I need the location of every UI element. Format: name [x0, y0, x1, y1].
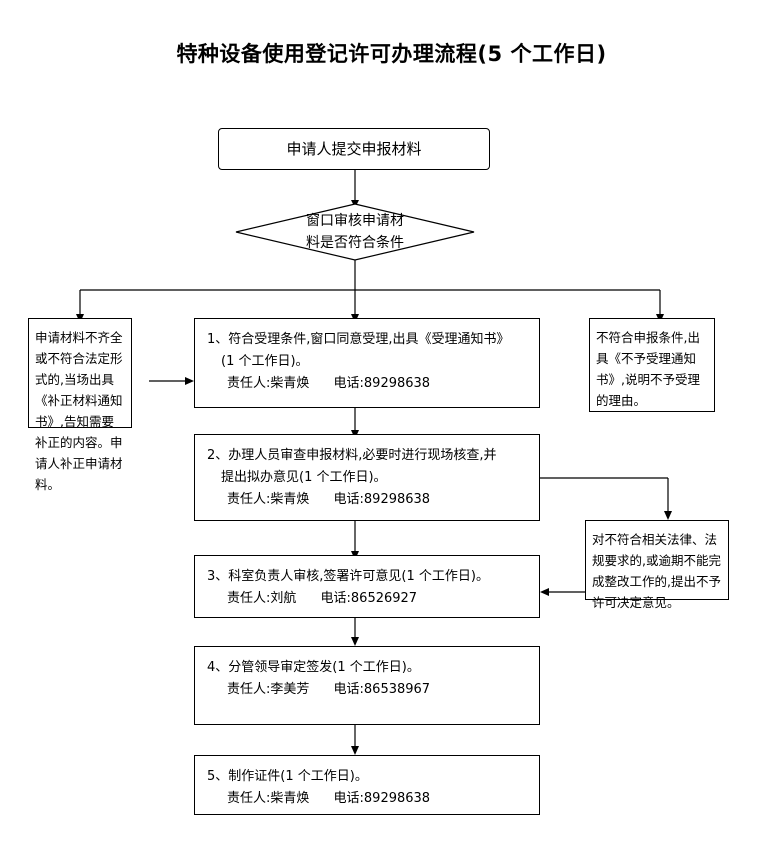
node-right-reject-license: 对不符合相关法律、法规要求的,或逾期不能完成整改工作的,提出不予许可决定意见。	[585, 520, 729, 610]
node-step-5-responsible: 责任人:柴青焕	[227, 791, 310, 806]
node-step-4-responsible: 责任人:李美芳	[227, 682, 310, 697]
node-step-1-responsible: 责任人:柴青焕	[227, 376, 310, 391]
node-right-reject-acceptance: 不符合申报条件,出具《不予受理通知书》,说明不予受理的理由。	[589, 318, 715, 412]
node-step-5: 5、制作证件(1 个工作日)。 责任人:柴青焕 电话:89298638	[194, 755, 540, 815]
node-step-4-phone: 电话:86538967	[333, 682, 431, 697]
node-step-1-line2: (1 个工作日)。	[221, 354, 309, 369]
node-left-correction-text: 申请材料不齐全或不符合法定形式的,当场出具《补正材料通知书》,告知需要补正的内容…	[35, 330, 123, 492]
diamond-shape	[235, 203, 475, 261]
node-step-3: 3、科室负责人审核,签署许可意见(1 个工作日)。 责任人:刘航 电话:8652…	[194, 555, 540, 618]
node-start: 申请人提交申报材料	[218, 128, 490, 170]
node-left-correction: 申请材料不齐全或不符合法定形式的,当场出具《补正材料通知书》,告知需要补正的内容…	[28, 318, 132, 492]
node-decision-line2: 料是否符合条件	[306, 235, 404, 251]
node-step-2-line2: 提出拟办意见(1 个工作日)。	[221, 470, 387, 485]
node-step-3-phone: 电话:86526927	[320, 591, 418, 606]
node-step-2-line1: 2、办理人员审查申报材料,必要时进行现场核查,并	[207, 448, 497, 463]
node-step-4: 4、分管领导审定签发(1 个工作日)。 责任人:李美芳 电话:86538967	[194, 646, 540, 725]
node-step-1-phone: 电话:89298638	[333, 376, 431, 391]
node-right-reject-license-text: 对不符合相关法律、法规要求的,或逾期不能完成整改工作的,提出不予许可决定意见。	[592, 532, 721, 610]
node-decision-line1: 窗口审核申请材	[306, 213, 404, 229]
node-step-1: 1、符合受理条件,窗口同意受理,出具《受理通知书》 (1 个工作日)。 责任人:…	[194, 318, 540, 408]
node-step-3-line1: 3、科室负责人审核,签署许可意见(1 个工作日)。	[207, 569, 489, 584]
node-right-reject-acceptance-text: 不符合申报条件,出具《不予受理通知书》,说明不予受理的理由。	[596, 330, 700, 408]
node-step-5-line1: 5、制作证件(1 个工作日)。	[207, 769, 368, 784]
node-step-1-line1: 1、符合受理条件,窗口同意受理,出具《受理通知书》	[207, 332, 510, 347]
node-step-5-phone: 电话:89298638	[333, 791, 431, 806]
node-step-2-phone: 电话:89298638	[333, 492, 431, 507]
node-step-4-line1: 4、分管领导审定签发(1 个工作日)。	[207, 660, 420, 675]
node-step-2-responsible: 责任人:柴青焕	[227, 492, 310, 507]
node-decision: 窗口审核申请材 料是否符合条件	[235, 203, 475, 261]
page-title: 特种设备使用登记许可办理流程(5 个工作日)	[176, 42, 607, 66]
node-step-2: 2、办理人员审查申报材料,必要时进行现场核查,并 提出拟办意见(1 个工作日)。…	[194, 434, 540, 521]
node-step-3-responsible: 责任人:刘航	[227, 591, 297, 606]
node-start-label: 申请人提交申报材料	[286, 140, 422, 158]
